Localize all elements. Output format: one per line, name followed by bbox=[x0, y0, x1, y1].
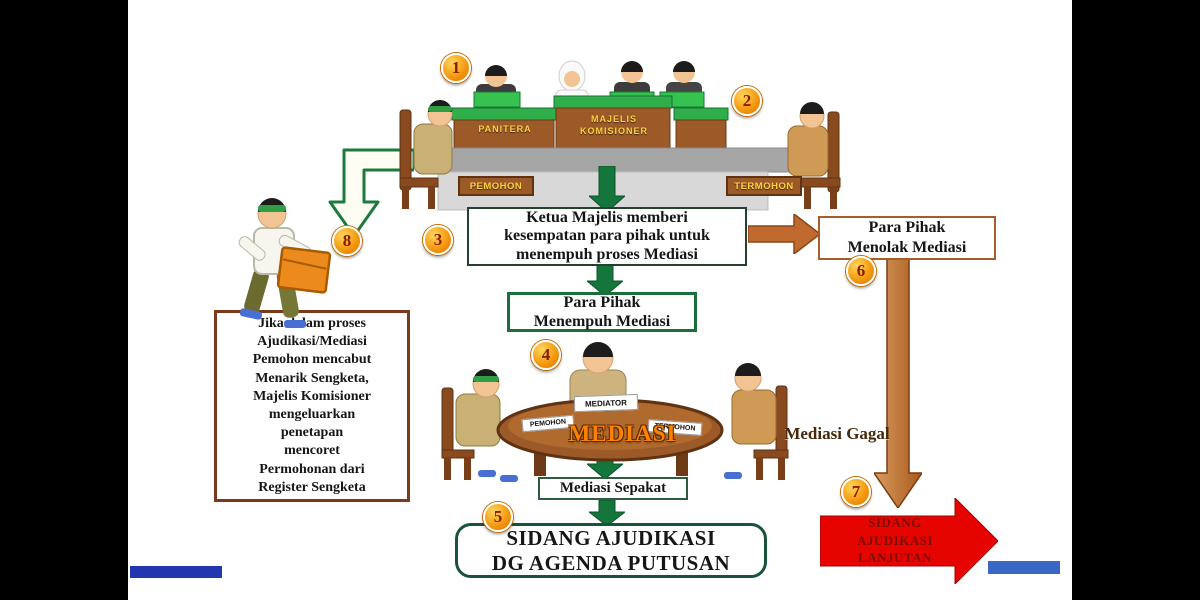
sidang-ajudikasi-box: SIDANG AJUDIKASI DG AGENDA PUTUSAN bbox=[455, 523, 767, 578]
blue-bar-left bbox=[130, 566, 222, 578]
step-badge-4: 4 bbox=[531, 340, 561, 370]
note-line3: Pemohon mencabut bbox=[252, 352, 372, 368]
step-badge-1: 1 bbox=[441, 53, 471, 83]
pemohon-person bbox=[399, 100, 453, 209]
sidang-line2: DG AGENDA PUTUSAN bbox=[491, 550, 731, 575]
note-line4: Menarik Sengketa, bbox=[255, 370, 369, 386]
walking-person bbox=[238, 198, 332, 328]
majelis-label-line2: KOMISIONER bbox=[579, 125, 648, 136]
walking-person-figure bbox=[238, 198, 332, 328]
note-line6: mengeluarkan bbox=[268, 407, 356, 422]
blue-bar-right bbox=[988, 561, 1060, 574]
majelis-label-line1: MAJELIS bbox=[590, 114, 637, 124]
mediasi-sepakat-box: Mediasi Sepakat bbox=[538, 477, 688, 500]
mediation-pemohon-person bbox=[441, 369, 518, 482]
step-badge-5: 5 bbox=[483, 502, 513, 532]
orange-arrow-vertical-menolak bbox=[874, 258, 922, 508]
note-line2: Ajudikasi/Mediasi bbox=[257, 334, 367, 350]
step-badge-6: 6 bbox=[846, 256, 876, 286]
mediasi-gagal-label: Mediasi Gagal bbox=[784, 424, 890, 443]
mediasi-table-label: MEDIASI bbox=[568, 421, 677, 446]
note-line1: Jika dalam proses bbox=[258, 316, 366, 332]
step-badge-2: 2 bbox=[732, 86, 762, 116]
step-badge-3: 3 bbox=[423, 225, 453, 255]
note-line5: Majelis Komisioner bbox=[253, 388, 371, 404]
note-line8: mencoret bbox=[284, 443, 340, 459]
pencabutan-note-box: Jika dalam proses Ajudikasi/Mediasi Pemo… bbox=[214, 310, 410, 502]
termohon-plate: TERMOHON bbox=[726, 176, 802, 196]
note-line9: Permohonan dari bbox=[259, 461, 365, 477]
green-arrow-sepakat-to-sidang bbox=[589, 500, 625, 526]
step3-line1: Ketua Majelis memberi bbox=[526, 208, 688, 226]
step3-line3: menempuh proses Mediasi bbox=[516, 245, 698, 263]
green-elbow-arrow bbox=[328, 148, 414, 238]
menolak-mediasi-box: Para Pihak Menolak Mediasi bbox=[818, 216, 996, 260]
mediation-scene bbox=[441, 342, 789, 482]
mediation-table bbox=[496, 398, 724, 476]
menempuh-mediasi-box: Para Pihak Menempuh Mediasi bbox=[507, 292, 697, 332]
green-arrow-court-to-step3 bbox=[589, 166, 625, 212]
step-badge-7: 7 bbox=[841, 477, 871, 507]
step3-line2: kesempatan para pihak untuk bbox=[504, 227, 710, 245]
lanjutan-line1: SIDANG bbox=[868, 515, 922, 530]
note-line7: penetapan bbox=[280, 425, 344, 441]
menempuh-line2: Menempuh Mediasi bbox=[533, 313, 671, 330]
green-arrow-step3-to-menempuh bbox=[587, 264, 623, 296]
lanjutan-line3: LANJUTAN bbox=[858, 550, 932, 566]
ketua-majelis-box: Ketua Majelis memberi kesempatan para pi… bbox=[467, 207, 747, 266]
step-badge-8: 8 bbox=[332, 226, 362, 256]
panitera-label: PANITERA bbox=[478, 124, 532, 134]
mediator-label: MEDIATOR bbox=[573, 393, 639, 413]
sidang-line1: SIDANG AJUDIKASI bbox=[506, 525, 716, 550]
menolak-line2: Menolak Mediasi bbox=[847, 239, 967, 256]
menolak-line1: Para Pihak bbox=[868, 219, 946, 237]
pemohon-plate: PEMOHON bbox=[458, 176, 534, 196]
red-arrow-lanjutan bbox=[820, 498, 998, 584]
mediation-termohon-person bbox=[724, 363, 789, 480]
note-line10: Register Sengketa bbox=[258, 479, 366, 495]
orange-arrow-step3-to-menolak bbox=[748, 214, 820, 254]
lanjutan-line2: AJUDIKASI bbox=[856, 532, 933, 548]
termohon-person bbox=[787, 102, 841, 209]
menempuh-line1: Para Pihak bbox=[563, 293, 641, 311]
